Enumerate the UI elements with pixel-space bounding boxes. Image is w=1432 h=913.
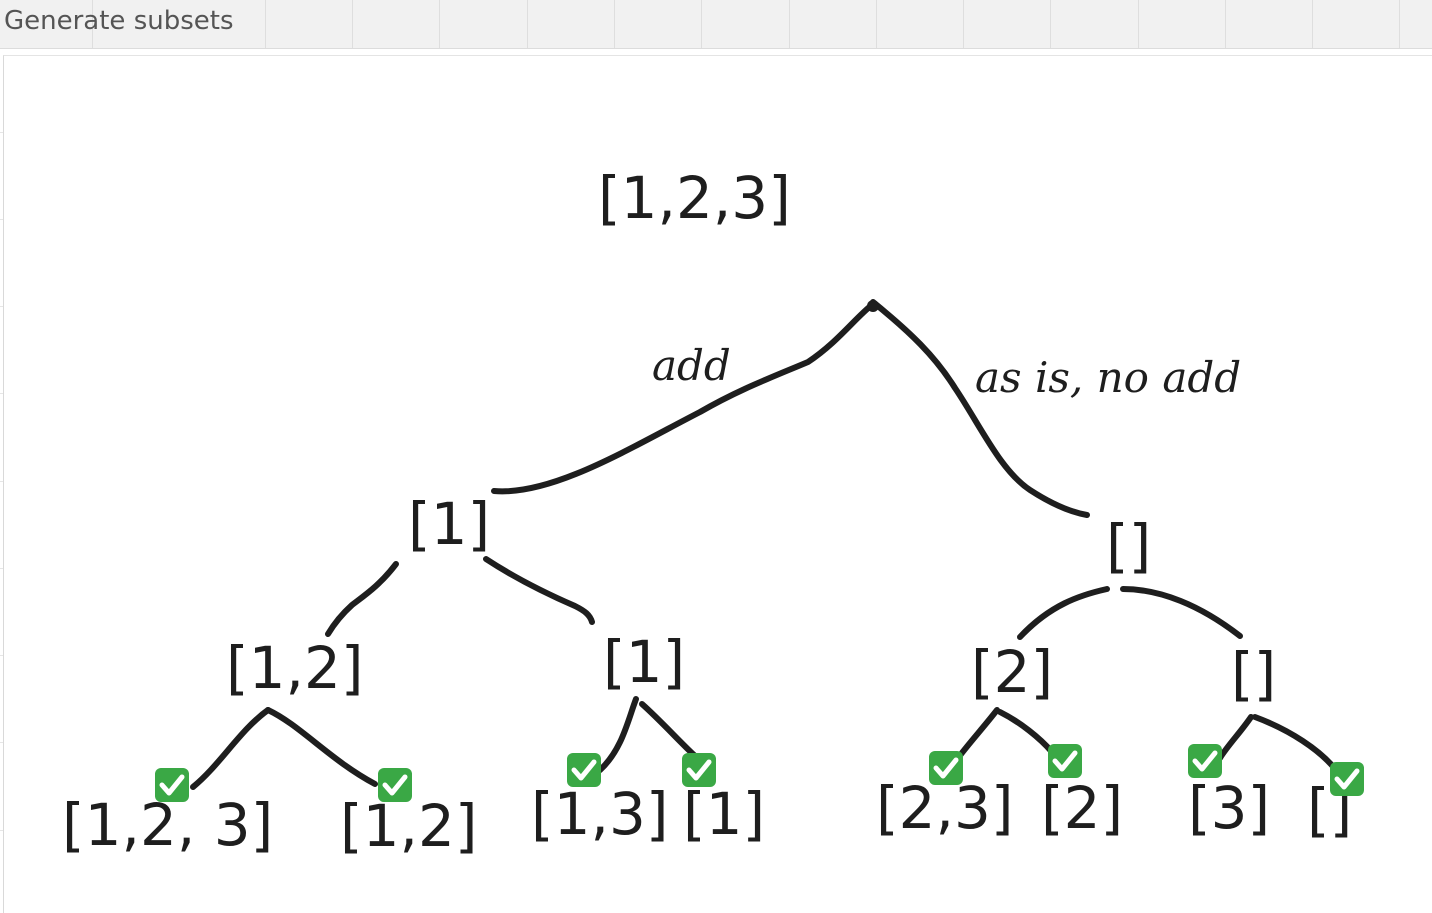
check-mark-icon — [378, 768, 412, 802]
edge-empty-to-2 — [1017, 586, 1110, 640]
leaf-1: [1,2, 3] — [62, 791, 273, 859]
grid-line — [0, 132, 3, 133]
edge-1-to-1 — [483, 556, 595, 625]
grid-line — [0, 655, 3, 656]
edge-root-to-right — [870, 299, 1090, 518]
toolbar-divider — [1050, 0, 1051, 48]
root-junction — [867, 300, 879, 312]
leaf-5: [2,3] — [876, 774, 1014, 842]
edge-2-to-2 — [997, 709, 1055, 755]
toolbar-divider — [1312, 0, 1313, 48]
check-mark-icon — [682, 753, 716, 787]
edge-2-to-23 — [955, 707, 1000, 761]
check-mark-icon — [1048, 744, 1082, 778]
toolbar-divider — [876, 0, 877, 48]
toolbar-divider — [1138, 0, 1139, 48]
edge-1-to-1-leaf — [639, 701, 697, 758]
toolbar-divider — [963, 0, 964, 48]
toolbar-divider — [614, 0, 615, 48]
grid-line — [0, 393, 3, 394]
toolbar-divider — [439, 0, 440, 48]
edge-1-to-13 — [597, 696, 639, 773]
node-level1-right: [] — [1106, 512, 1151, 580]
grid-line — [0, 568, 3, 569]
check-mark-icon — [155, 768, 189, 802]
root-node: [1,2,3] — [598, 164, 791, 232]
check-mark-icon — [929, 751, 963, 785]
check-mark-icon — [567, 753, 601, 787]
grid-line — [0, 481, 3, 482]
leaf-2: [1,2] — [340, 792, 478, 860]
toolbar-divider — [1225, 0, 1226, 48]
toolbar-divider — [701, 0, 702, 48]
toolbar: Generate subsets — [0, 0, 1432, 49]
node-level2-1: [1,2] — [226, 634, 364, 702]
node-level2-2: [1] — [603, 628, 685, 696]
toolbar-divider — [265, 0, 266, 48]
toolbar-divider — [527, 0, 528, 48]
toolbar-divider — [92, 0, 93, 48]
grid-line — [0, 306, 3, 307]
grid-line — [0, 219, 3, 220]
grid-line — [0, 742, 3, 743]
node-level2-3: [2] — [971, 638, 1053, 706]
toolbar-divider — [1399, 0, 1400, 48]
edge-root-to-left — [491, 301, 876, 495]
leaf-3: [1,3] — [531, 780, 669, 848]
leaf-7: [3] — [1188, 774, 1270, 842]
grid-line — [0, 830, 3, 831]
leaf-4: [1] — [683, 780, 765, 848]
edge-empty-to-empty-leaf — [1252, 714, 1339, 773]
branch-label-no-add: as is, no add — [975, 353, 1241, 402]
toolbar-divider — [352, 0, 353, 48]
node-level1-left: [1] — [408, 490, 490, 558]
edge-empty-to-empty — [1120, 586, 1243, 639]
edge-12-to-123 — [190, 707, 271, 790]
edge-1-to-12 — [325, 561, 399, 637]
check-mark-icon — [1188, 744, 1222, 778]
check-mark-icon — [1330, 762, 1364, 796]
branch-label-add: add — [652, 341, 731, 390]
edge-12-to-12 — [265, 707, 378, 787]
toolbar-divider — [789, 0, 790, 48]
leaf-6: [2] — [1041, 774, 1123, 842]
edge-empty-to-3 — [1217, 714, 1254, 761]
document-title[interactable]: Generate subsets — [4, 6, 234, 36]
node-level2-4: [] — [1231, 640, 1276, 708]
